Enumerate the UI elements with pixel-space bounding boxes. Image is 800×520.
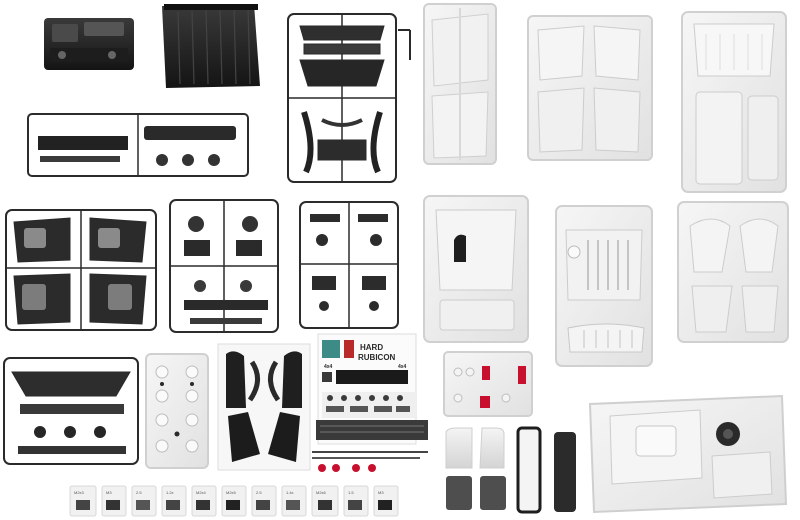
black-floor-sprue [3,357,139,465]
hardware-bag: 1.5 [343,485,369,517]
decal-line2: RUBICON [358,353,396,362]
black-small-parts-sprue [299,201,399,329]
bag-label: M3 [106,490,112,495]
metal-parts [312,420,428,472]
decal-tag-b: 4x4 [398,364,407,370]
black-hard-top [162,4,260,88]
black-door-sprue [5,209,157,331]
white-small-parts-sprue [145,353,209,469]
white-hood-sprue [681,11,787,193]
white-grille-sprue [555,205,653,367]
hardware-bag: 2.5 [131,485,157,517]
bag-label: M2x6 [316,490,327,495]
white-body-tub [588,394,788,514]
hardware-bag: M3 [101,485,127,517]
hardware-bags: M2x3 M3 2.5 1.2x M2x4 M2x5 [69,485,399,517]
red-light-sprue [443,351,533,417]
white-fender-sprue [677,201,789,343]
black-interior-part [44,18,134,70]
white-dash-sprue [423,195,529,343]
hardware-bag: M2x4 [191,485,217,517]
bag-label: 1.2x [166,490,174,495]
white-body-sprue-1 [423,3,497,165]
black-chassis-sprue [287,13,411,183]
bag-label: 1.5 [348,490,354,495]
bag-label: M2x4 [196,490,207,495]
hardware-bag: M2x3 [69,485,97,517]
bag-label: 2.5 [136,490,142,495]
hardware-bag: M2x5 [221,485,247,517]
decal-line1: HARD [360,343,383,352]
hardware-bag: 2.5 [251,485,277,517]
clear-windows [445,426,576,514]
bag-label: M2x5 [226,490,237,495]
bag-label: 2.5 [256,490,262,495]
black-interior-sprue [169,199,279,333]
black-bumper-sprue [27,113,249,177]
bag-label: M3 [378,490,384,495]
decal-tag-a: 4x4 [324,364,333,370]
hardware-bag: 1.2x [161,485,187,517]
bag-label: 1.4x [286,490,294,495]
black-flare-sheet [217,343,311,471]
white-body-sprue-2 [527,15,653,161]
hardware-bag: M3 [373,485,399,517]
bag-label: M2x3 [74,490,85,495]
hardware-bag: M2x6 [311,485,339,517]
hardware-bag: 1.4x [281,485,307,517]
